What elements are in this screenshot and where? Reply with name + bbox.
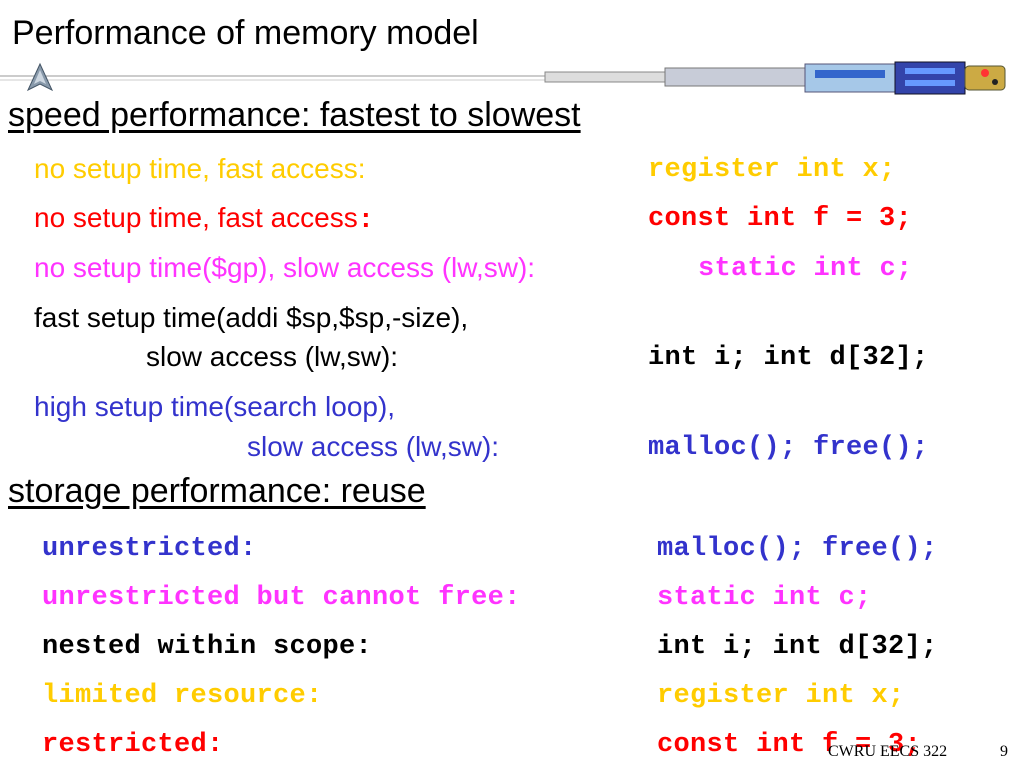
delta-insignia-icon <box>26 62 54 92</box>
speed-row-1-label: no setup time, fast access: <box>34 153 366 184</box>
speed-row-1-code: register int x; <box>648 155 896 185</box>
speed-row-4-label2: slow access (lw,sw): <box>146 341 399 372</box>
storage-row-3-label: nested within scope: <box>42 632 373 662</box>
page-number: 9 <box>1000 743 1008 760</box>
storage-row-4-label: limited resource: <box>42 681 323 711</box>
speed-row-2-label: no setup time, fast access: <box>34 202 374 236</box>
slide-title: Performance of memory model <box>12 14 479 52</box>
starship-icon <box>544 61 1006 95</box>
speed-row-2-label-text: no setup time, fast access <box>34 202 358 233</box>
speed-row-3-label: no setup time($gp), slow access (lw,sw): <box>34 252 536 283</box>
speed-row-2-label-colon: : <box>357 206 375 236</box>
storage-row-4-code: register int x; <box>657 681 905 711</box>
storage-row-1-code: malloc(); free(); <box>657 534 938 564</box>
storage-row-5-code: const int f = 3; <box>657 730 922 760</box>
speed-row-4-label: fast setup time(addi $sp,$sp,-size), <box>34 302 469 333</box>
storage-row-3-code: int i; int d[32]; <box>657 632 938 662</box>
speed-heading: speed performance: fastest to slowest <box>8 96 581 134</box>
storage-row-2-code: static int c; <box>657 583 872 613</box>
storage-row-2-label: unrestricted but cannot free: <box>42 583 521 613</box>
speed-row-5-label: high setup time(search loop), <box>34 391 396 422</box>
storage-row-5-label: restricted: <box>42 730 224 760</box>
header-starship-graphic <box>0 61 1006 95</box>
speed-row-3-code: static int c; <box>698 254 913 284</box>
speed-row-2-code: const int f = 3; <box>648 204 913 234</box>
speed-row-4-code: int i; int d[32]; <box>648 343 929 373</box>
footer-course: CWRU EECS 322 <box>828 743 948 760</box>
speed-row-5-label2: slow access (lw,sw): <box>247 431 500 462</box>
storage-heading: storage performance: reuse <box>8 472 426 510</box>
speed-row-5-code: malloc(); free(); <box>648 433 929 463</box>
storage-row-1-label: unrestricted: <box>42 534 257 564</box>
